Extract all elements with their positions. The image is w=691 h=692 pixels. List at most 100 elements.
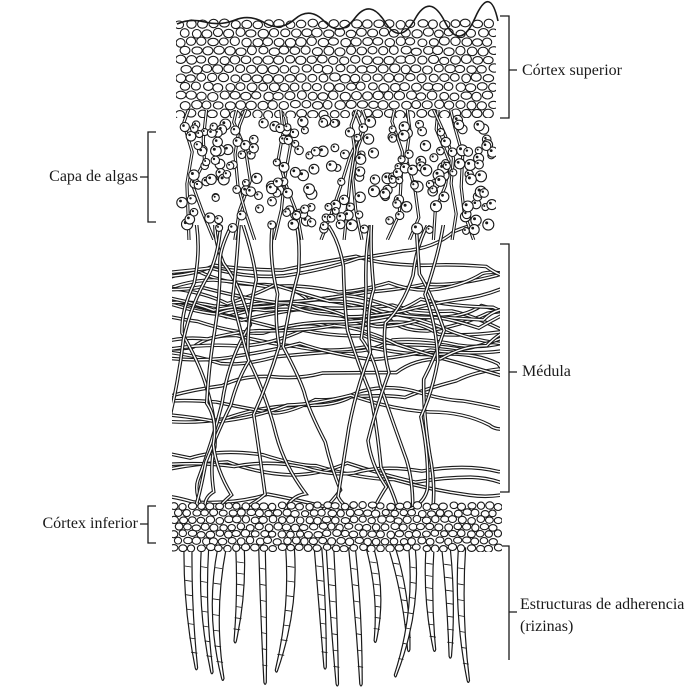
- algal-cell-dot: [342, 152, 344, 154]
- algal-cell: [389, 176, 396, 183]
- algal-cell-dot: [324, 216, 326, 218]
- algal-cell: [439, 192, 449, 202]
- lower-cortex-cell: [345, 523, 353, 529]
- lower-cortex-cell: [251, 517, 259, 524]
- cortex-cell: [324, 30, 334, 38]
- cortex-cell: [187, 56, 197, 65]
- algal-cell: [205, 213, 215, 223]
- cortex-cell: [313, 64, 323, 72]
- algal-cell-dot: [490, 149, 493, 152]
- cortex-cell: [252, 92, 261, 99]
- lower-cortex-cell: [390, 538, 398, 545]
- algal-cell: [259, 119, 268, 128]
- cortex-cell: [450, 74, 459, 82]
- cortex-cell: [186, 37, 195, 45]
- algal-cell: [250, 135, 259, 144]
- cortex-cell: [330, 73, 340, 81]
- algal-cell-dot: [225, 147, 228, 150]
- algal-cell: [246, 187, 255, 196]
- lower-cortex-cell: [206, 531, 215, 538]
- cortex-cell: [460, 19, 470, 27]
- lower-cortex-cell: [283, 509, 291, 516]
- algal-cell-dot: [207, 215, 210, 218]
- lower-cortex-cell: [341, 530, 349, 536]
- cortex-cell: [440, 57, 449, 64]
- algal-cell-dot: [286, 138, 288, 140]
- cortex-cell: [347, 65, 356, 73]
- cortex-cell: [290, 47, 300, 55]
- cortex-cell: [341, 38, 351, 46]
- algal-cell: [319, 119, 328, 128]
- cortex-cell: [312, 48, 322, 56]
- lower-cortex-cell: [201, 510, 209, 516]
- cortex-cell: [220, 57, 229, 65]
- cortex-cell: [329, 56, 338, 64]
- algal-cell: [420, 141, 430, 151]
- algal-cell-dot: [306, 186, 309, 189]
- lower-cortex-cell: [188, 530, 196, 536]
- cortex-cell: [369, 83, 378, 90]
- lower-cortex-cell: [193, 510, 201, 516]
- cortex-cell: [478, 47, 488, 56]
- cortex-cell: [483, 38, 492, 46]
- lower-cortex-cell: [426, 538, 434, 545]
- cortex-cell: [308, 111, 318, 119]
- cortex-cell: [247, 46, 256, 55]
- algal-cell-dot: [391, 136, 393, 138]
- cortex-cell: [418, 39, 427, 47]
- cortex-cell: [296, 56, 306, 64]
- cortex-cell: [367, 66, 377, 73]
- algal-cell-dot: [397, 178, 399, 180]
- algal-cell: [418, 127, 427, 136]
- algal-cell: [437, 147, 445, 155]
- cortex-cell: [373, 91, 383, 99]
- cortex-cell: [214, 46, 224, 54]
- lower-cortex-cell: [423, 503, 431, 510]
- cortex-cell: [379, 84, 389, 93]
- lower-cortex-cell: [412, 531, 420, 538]
- algal-layer-bracket: [140, 132, 156, 222]
- algal-cell-dot: [196, 183, 198, 185]
- lower-cortex-cell: [368, 518, 375, 524]
- lower-cortex-cell: [480, 538, 488, 544]
- cortex-cell: [347, 46, 356, 54]
- cortex-cell: [296, 38, 306, 47]
- cortex-cell: [285, 38, 295, 47]
- algal-cell: [435, 176, 445, 186]
- lower-cortex-cell: [372, 524, 379, 531]
- cortex-cell: [471, 73, 481, 81]
- algal-cell-dot: [395, 170, 398, 173]
- algal-cell-dot: [456, 122, 459, 125]
- lower-cortex-cell: [284, 538, 292, 545]
- lower-cortex-cell: [340, 546, 348, 552]
- algal-cell: [430, 186, 437, 193]
- algal-cell-dot: [423, 167, 426, 170]
- algal-cell-dot: [179, 200, 182, 203]
- algal-cell: [332, 208, 339, 215]
- cortex-cell: [357, 28, 367, 36]
- algal-cell-dot: [471, 227, 474, 230]
- cortex-cell: [236, 101, 246, 110]
- algal-cell-dot: [281, 137, 283, 139]
- algal-cell-dot: [382, 191, 385, 194]
- algal-cell-dot: [327, 205, 329, 207]
- cortex-cell: [319, 21, 329, 28]
- algal-cell: [480, 189, 489, 198]
- algal-cell: [216, 224, 223, 231]
- cortex-cell: [268, 66, 278, 74]
- algal-cell-dot: [269, 186, 272, 189]
- algal-cell-dot: [194, 123, 196, 125]
- lower-cortex-cell: [477, 545, 485, 552]
- cortex-cell: [247, 83, 257, 92]
- algal-cell: [476, 171, 487, 182]
- lower-cortex-cell: [386, 516, 394, 522]
- cortex-cell: [477, 66, 486, 73]
- cortex-cell: [356, 82, 365, 90]
- algal-cell-dot: [362, 227, 364, 229]
- algal-cell-dot: [243, 188, 246, 191]
- cortex-cell: [208, 93, 218, 102]
- algal-cell: [227, 162, 234, 169]
- cortex-cell: [461, 55, 471, 64]
- cortex-cell: [231, 75, 240, 83]
- algal-cell: [455, 159, 465, 169]
